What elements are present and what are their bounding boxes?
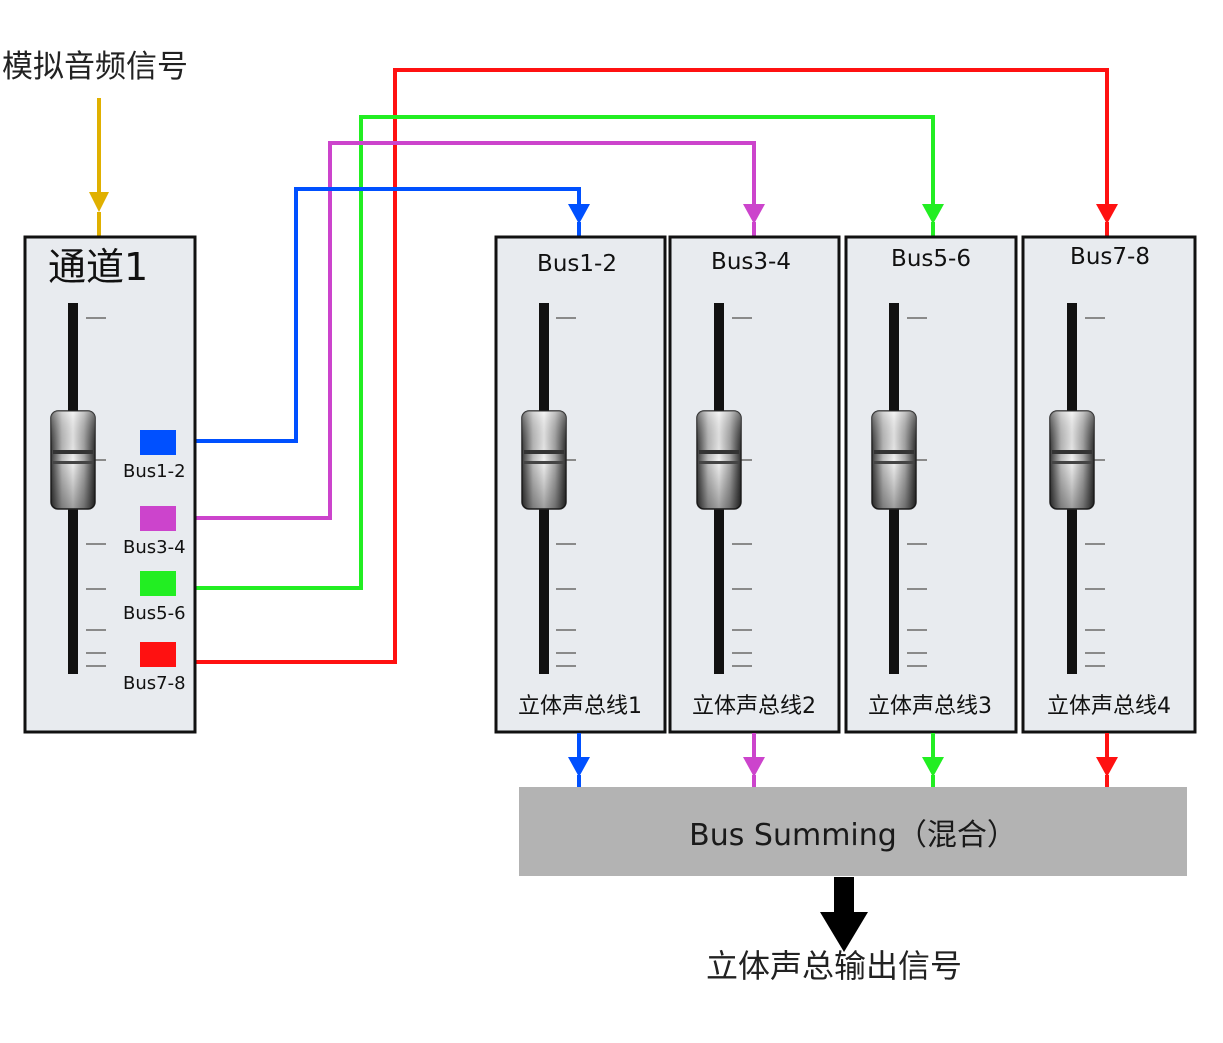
- fader-tick: [907, 459, 927, 461]
- route-line-bus7-8: [176, 68, 1109, 664]
- send-label-bus5-6: Bus5-6: [123, 603, 186, 624]
- fader-knob[interactable]: [50, 410, 96, 510]
- channel-fader[interactable]: [50, 303, 106, 674]
- bus-title-4: Bus7-8: [1070, 244, 1150, 270]
- fader-tick: [556, 652, 576, 654]
- fader-tick: [907, 588, 927, 590]
- fader-tick: [86, 459, 106, 461]
- fader-tick: [556, 317, 576, 319]
- fader-tick: [86, 652, 106, 654]
- fader-tick: [556, 588, 576, 590]
- output-arrow: [820, 877, 868, 952]
- input-signal-label: 模拟音频信号: [2, 49, 188, 85]
- fader-tick: [1085, 543, 1105, 545]
- route-line-bus5-6: [176, 115, 935, 590]
- channel-title: 通道1: [48, 245, 149, 289]
- send-swatch-bus7-8[interactable]: [140, 642, 176, 667]
- channel-fader-control[interactable]: [50, 303, 106, 674]
- fader-tick: [907, 652, 927, 654]
- bus-out-arrowhead: [743, 757, 765, 777]
- fader-tick: [732, 665, 752, 667]
- channel-strip: [23, 235, 197, 734]
- send-swatch-bus1-2[interactable]: [140, 430, 176, 455]
- bus-title-2: Bus3-4: [711, 249, 791, 275]
- bus-out-arrowhead: [922, 757, 944, 777]
- bus-title-3: Bus5-6: [891, 246, 971, 272]
- route-line-bus3-4: [176, 141, 756, 520]
- fader-tick: [556, 543, 576, 545]
- fader-tick: [1085, 652, 1105, 654]
- send-label-bus3-4: Bus3-4: [123, 537, 186, 558]
- bus-fader-3[interactable]: [871, 303, 927, 674]
- fader-tick: [732, 459, 752, 461]
- send-swatch-bus5-6[interactable]: [140, 571, 176, 596]
- bus-out-arrowhead: [1096, 757, 1118, 777]
- fader-tick: [732, 588, 752, 590]
- fader-tick: [86, 543, 106, 545]
- fader-tick: [1085, 459, 1105, 461]
- fader-tick: [1085, 588, 1105, 590]
- fader-tick: [732, 317, 752, 319]
- bus-panel-4: [1021, 235, 1197, 734]
- route-arrowhead: [922, 204, 944, 224]
- fader-tick: [86, 629, 106, 631]
- fader-knob[interactable]: [871, 410, 917, 510]
- route-arrowhead: [568, 204, 590, 224]
- fader-tick: [556, 665, 576, 667]
- bus-fader-1[interactable]: [521, 303, 576, 674]
- bus-panels: [494, 235, 1197, 734]
- fader-tick: [732, 629, 752, 631]
- summing-label: Bus Summing（混合）: [689, 817, 1017, 853]
- bus-subtitle-4: 立体声总线4: [1047, 694, 1171, 719]
- route-line-bus1-2: [176, 187, 581, 443]
- bus-panel-2: [668, 235, 841, 734]
- fader-knob[interactable]: [696, 410, 742, 510]
- bus-fader-4[interactable]: [1049, 303, 1105, 674]
- output-signal-label: 立体声总输出信号: [706, 947, 963, 985]
- fader-tick: [86, 588, 106, 590]
- fader-tick: [907, 317, 927, 319]
- send-label-bus7-8: Bus7-8: [123, 673, 186, 694]
- bus-subtitle-2: 立体声总线2: [692, 694, 816, 719]
- bus-summing-block: Bus Summing（混合）: [519, 787, 1187, 876]
- send-swatch-bus3-4[interactable]: [140, 506, 176, 531]
- send-label-bus1-2: Bus1-2: [123, 461, 186, 482]
- fader-tick: [907, 665, 927, 667]
- bus-subtitle-3: 立体声总线3: [868, 694, 992, 719]
- fader-tick: [86, 317, 106, 319]
- route-arrowhead: [1096, 204, 1118, 224]
- fader-tick: [907, 629, 927, 631]
- bus-title-1: Bus1-2: [537, 251, 617, 277]
- bus-out-arrowhead: [568, 757, 590, 777]
- fader-knob[interactable]: [521, 410, 567, 510]
- bus-output-arrows: [568, 733, 1118, 787]
- routing-lines: [176, 68, 1118, 664]
- fader-tick: [556, 629, 576, 631]
- fader-tick: [732, 652, 752, 654]
- bus-fader-2[interactable]: [696, 303, 752, 674]
- route-arrowhead: [743, 204, 765, 224]
- input-arrow: [89, 98, 109, 236]
- bus-subtitle-1: 立体声总线1: [518, 694, 642, 719]
- fader-knob[interactable]: [1049, 410, 1095, 510]
- fader-tick: [1085, 317, 1105, 319]
- fader-tick: [732, 543, 752, 545]
- fader-tick: [1085, 665, 1105, 667]
- fader-tick: [86, 665, 106, 667]
- fader-tick: [907, 543, 927, 545]
- fader-tick: [1085, 629, 1105, 631]
